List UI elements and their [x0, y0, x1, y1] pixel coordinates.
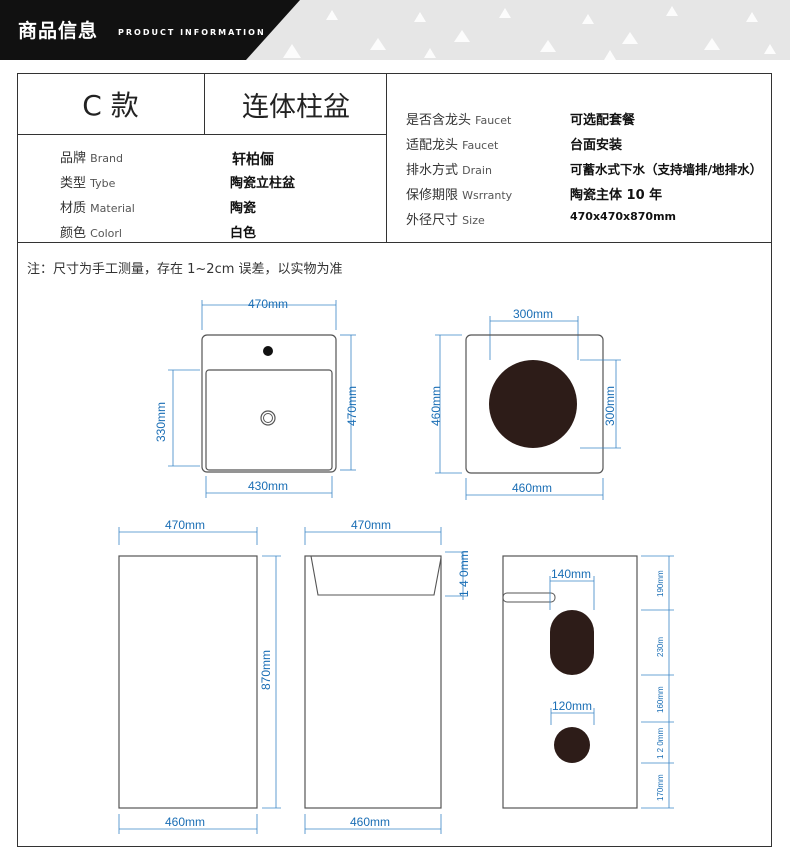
front-outline — [118, 555, 258, 809]
spec-label-drain: 排水方式 Drain — [406, 163, 492, 178]
dim-side-rim: 1 4 0mm — [457, 550, 471, 597]
dim-top-width: 470mm — [248, 297, 288, 311]
header-banner-black — [0, 0, 300, 60]
banner-triangle-pattern — [283, 6, 776, 60]
header-banner: 商品信息 PRODUCT INFORMATION — [0, 0, 790, 60]
spec-label-faucet-included: 是否含龙头 Faucet — [406, 113, 512, 128]
dim-bottom-hole-v: 300mm — [603, 386, 617, 426]
drain-icon — [260, 410, 276, 426]
dim-back-circle: 120mm — [552, 699, 592, 713]
model-name: 连体柱盆 — [242, 91, 350, 123]
dim-side-top: 470mm — [351, 518, 391, 532]
spec-label-brand: 品牌 Brand — [60, 151, 123, 166]
dim-back-v5: 170mm — [656, 774, 665, 801]
dim-back-v3: 160mm — [656, 686, 665, 713]
dim-bottom-width: 460mm — [512, 481, 552, 495]
dim-bottom-hole: 300mm — [513, 307, 553, 321]
spec-value-material: 陶瓷 — [230, 201, 257, 216]
dim-back-v1: 190mm — [656, 570, 665, 597]
bottom-outline — [465, 334, 604, 474]
spec-value-type: 陶瓷立柱盆 — [230, 176, 296, 191]
spec-value-size: 470x470x870mm — [570, 210, 676, 223]
spec-frame — [17, 73, 772, 847]
spec-label-warranty: 保修期限 Wsrranty — [406, 188, 513, 203]
side-basin-profile — [310, 555, 442, 596]
bottom-opening — [489, 360, 577, 448]
back-overflow-slot — [502, 592, 556, 603]
front-view: 470mm 870mm 460mm — [118, 518, 281, 834]
dim-front-height: 870mm — [259, 650, 273, 690]
spec-label-faucet-fit: 适配龙头 Faucet — [406, 138, 499, 153]
dim-back-v4: 1 2 0mm — [656, 728, 665, 759]
model-header-divider — [204, 73, 205, 135]
faucet-hole-icon — [263, 346, 273, 356]
model-header-box — [17, 73, 387, 135]
info-column-divider — [386, 73, 387, 243]
dim-back-v2: 230m — [656, 637, 665, 657]
spec-label-color: 颜色 Colorl — [60, 226, 122, 241]
side-view: 470mm 1 4 0mm 460mm — [304, 518, 471, 834]
side-outline — [304, 555, 442, 809]
spec-value-drain: 可蓄水式下水（支持墙排/地排水） — [570, 162, 763, 177]
spec-value-faucet-fit: 台面安装 — [570, 138, 623, 153]
spec-label-size: 外径尺寸 Size — [406, 213, 485, 228]
dim-top-depth: 470mm — [345, 386, 359, 426]
bottom-view: 300mm 460mm 300mm 460mm — [429, 307, 621, 500]
back-floor-drain-opening — [554, 727, 590, 763]
top-outline — [201, 334, 337, 473]
dim-top-basin-depth: 330mm — [154, 402, 168, 442]
spec-label-material: 材质 Material — [60, 201, 135, 216]
spec-value-warranty: 陶瓷主体 10 年 — [570, 188, 663, 203]
header-subtitle: PRODUCT INFORMATION — [118, 28, 266, 37]
spec-value-brand: 轩柏俪 — [232, 152, 274, 168]
top-basin — [205, 369, 333, 471]
dim-front-bottom: 460mm — [165, 815, 205, 829]
top-view: 470mm 330mm 470mm 430mm — [154, 297, 359, 498]
dim-back-oval: 140mm — [551, 567, 591, 581]
spec-value-color: 白色 — [230, 226, 257, 241]
dim-bottom-depth: 460mm — [429, 386, 443, 426]
dim-top-basin-width: 430mm — [248, 479, 288, 493]
model-code: C 款 — [82, 89, 139, 122]
spec-label-type: 类型 Tybe — [60, 176, 116, 191]
dim-side-bottom: 460mm — [350, 815, 390, 829]
spec-value-faucet-included: 可选配套餐 — [570, 113, 636, 128]
back-view: 140mm 120mm 190mm 230m 160mm 1 2 0mm 170… — [502, 555, 674, 809]
measurement-note: 注：尺寸为手工测量，存在 1~2cm 误差，以实物为准 — [27, 262, 343, 277]
info-divider — [17, 242, 772, 243]
dim-front-top: 470mm — [165, 518, 205, 532]
back-outline — [502, 555, 638, 809]
header-title: 商品信息 — [18, 20, 99, 42]
back-wall-drain-opening — [550, 610, 594, 675]
